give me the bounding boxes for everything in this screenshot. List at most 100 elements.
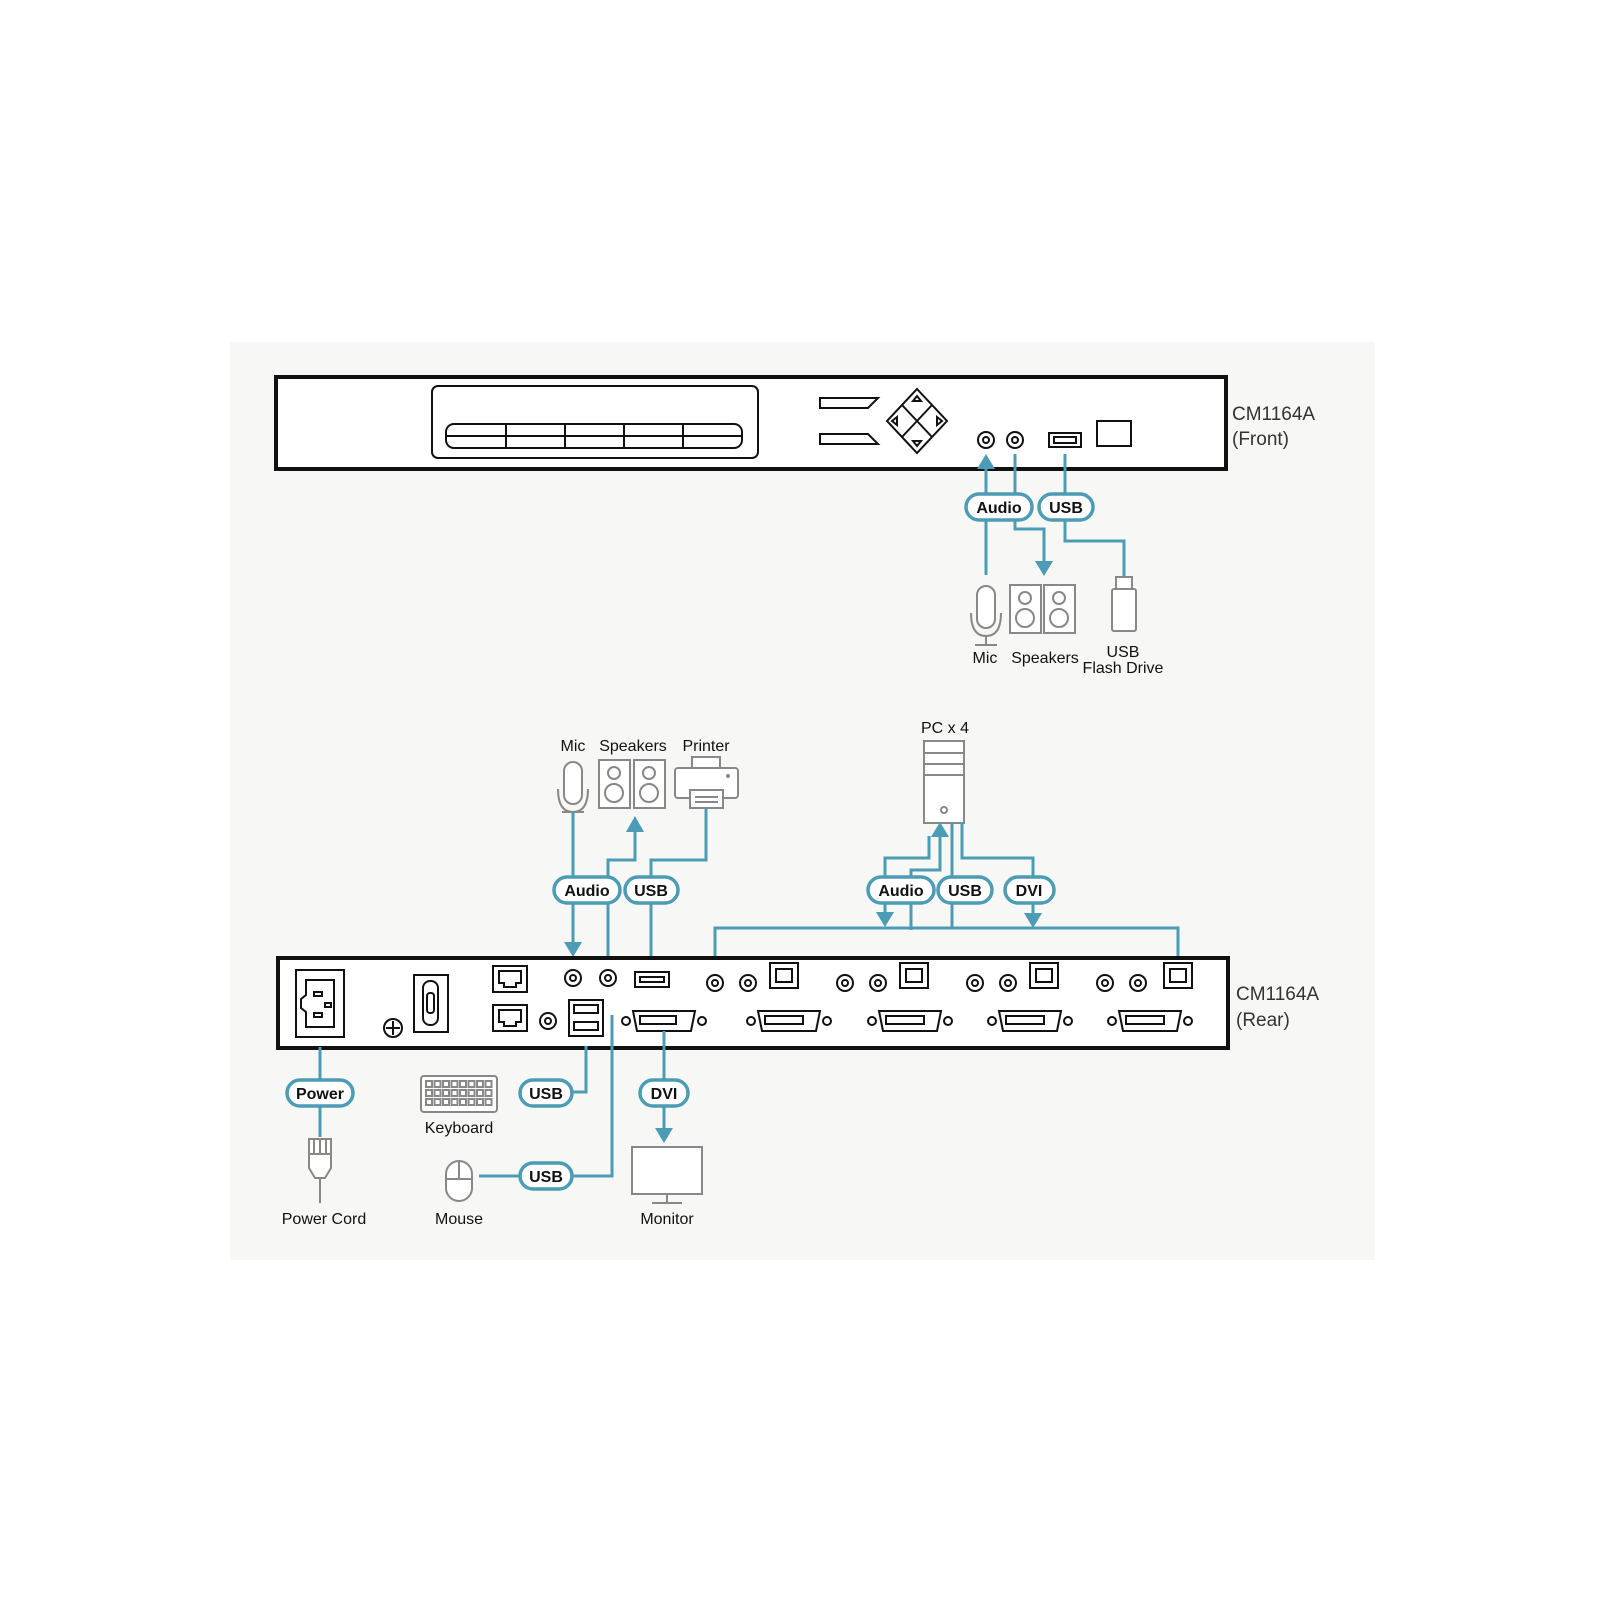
svg-text:DVI: DVI [651, 1086, 678, 1103]
keyboard-key [442, 1080, 450, 1088]
kvm-port-2-icon [836, 962, 953, 1032]
mic-arrow-icon [977, 454, 995, 469]
rear-speakers-arrow-icon [626, 816, 644, 832]
navigation-pad-icon [885, 387, 949, 455]
usb-flash-drive-label-line2: Flash Drive [1083, 660, 1164, 677]
power-socket-icon [295, 969, 345, 1038]
keyboard-key [450, 1089, 459, 1097]
usb-flash-drive-icon [1111, 576, 1137, 632]
keyboard-key [433, 1098, 442, 1106]
svg-text:DVI: DVI [1016, 883, 1043, 900]
keyboard-key [467, 1080, 476, 1088]
keyboard-key [484, 1098, 493, 1106]
keyboard-key [442, 1098, 450, 1106]
front-audio-jacks-icon [977, 431, 1024, 449]
keyboard-key [425, 1080, 433, 1088]
rj45-ports-icon [492, 965, 528, 1032]
kvm-port-1-icon [706, 962, 832, 1032]
monitor-icon [631, 1146, 703, 1204]
monitor-dvi-pill: DVI [638, 1078, 690, 1108]
mouse-usb-pill: USB [518, 1161, 574, 1191]
keyboard-key [425, 1098, 433, 1106]
svg-text:Audio: Audio [564, 883, 610, 900]
power-switch-icon [413, 974, 449, 1033]
pc-audio-pill: Audio [866, 875, 936, 905]
front-speakers-icon [1009, 584, 1076, 634]
power-pill: Power [285, 1078, 355, 1108]
ground-screw-icon [383, 1018, 403, 1038]
keyboard-key [433, 1089, 442, 1097]
console-dvi-port-icon [621, 1010, 707, 1032]
keyboard-icon [420, 1075, 498, 1113]
front-mic-icon [970, 585, 1002, 646]
front-buttons-icon [819, 397, 881, 445]
keyboard-key [467, 1098, 476, 1106]
keyboard-key [450, 1098, 459, 1106]
console-usb-ports-icon [568, 999, 604, 1037]
pc-dvi-arrow-icon [1024, 913, 1042, 928]
front-mic-label: Mic [973, 650, 998, 667]
keyboard-key [442, 1089, 450, 1097]
pc-usb-arrow-icon [931, 822, 949, 837]
pc-usb-pill: USB [936, 875, 994, 905]
keyboard-key [484, 1089, 493, 1097]
speakers-arrow-icon [1035, 561, 1053, 576]
keyboard-key [425, 1089, 433, 1097]
power-cord-icon [308, 1138, 332, 1203]
kvm-port-4-icon [1096, 962, 1193, 1032]
kvm-port-3-icon [966, 962, 1073, 1032]
keyboard-key [459, 1080, 467, 1088]
svg-text:USB: USB [1049, 500, 1083, 517]
printer-usb-port-icon [634, 971, 670, 988]
pc-dvi-pill: DVI [1003, 875, 1056, 905]
keyboard-usb-pill: USB [518, 1078, 574, 1108]
pc-count-label: PC x 4 [921, 720, 969, 737]
rear-usb-pill: USB [623, 875, 680, 905]
diagram-background [230, 342, 1375, 1260]
power-cord-label: Power Cord [282, 1211, 366, 1228]
keyboard-key [476, 1089, 484, 1097]
lcd-display-icon [431, 385, 759, 459]
rear-top-connection-lines [564, 808, 1180, 968]
front-device-name: CM1164A [1232, 404, 1315, 425]
rear-device-view: (Rear) [1236, 1010, 1290, 1031]
monitor-label: Monitor [640, 1211, 694, 1228]
svg-text:USB: USB [948, 883, 982, 900]
front-usb-port-icon [1048, 432, 1082, 448]
rear-device-name: CM1164A [1236, 984, 1319, 1005]
svg-text:Audio: Audio [976, 500, 1022, 517]
rear-mic-label: Mic [561, 738, 586, 755]
svg-text:Power: Power [296, 1086, 344, 1103]
svg-text:USB: USB [529, 1086, 563, 1103]
rear-speakers-icon [598, 759, 666, 809]
keyboard-key [459, 1089, 467, 1097]
keyboard-key [476, 1080, 484, 1088]
svg-text:USB: USB [634, 883, 668, 900]
svg-text:USB: USB [529, 1169, 563, 1186]
mouse-icon [445, 1160, 473, 1202]
rear-audio-pill: Audio [552, 875, 622, 905]
front-usb-pill: USB [1037, 492, 1095, 522]
front-device [274, 375, 1228, 471]
keyboard-key [476, 1098, 484, 1106]
pc-tower-icon [923, 740, 965, 824]
keyboard-key [450, 1080, 459, 1088]
usb-flash-drive-label-line1: USB [1107, 644, 1140, 661]
front-card-slot-icon [1096, 420, 1132, 447]
monitor-arrow-icon [655, 1128, 673, 1143]
front-audio-pill: Audio [964, 492, 1034, 522]
svg-text:Audio: Audio [878, 883, 924, 900]
rear-mic-arrow-icon [564, 942, 582, 957]
pc-audio-arrow-icon [876, 912, 894, 927]
printer-label: Printer [682, 738, 730, 755]
keyboard-key [484, 1080, 493, 1088]
keyboard-label: Keyboard [425, 1120, 494, 1137]
rear-speakers-label: Speakers [599, 738, 667, 755]
rear-device [276, 956, 1230, 1050]
keyboard-key [433, 1080, 442, 1088]
console-audio-jacks-icon [564, 969, 617, 987]
keyboard-key [467, 1089, 476, 1097]
reset-button-icon [539, 1012, 557, 1030]
front-device-view: (Front) [1232, 429, 1289, 450]
